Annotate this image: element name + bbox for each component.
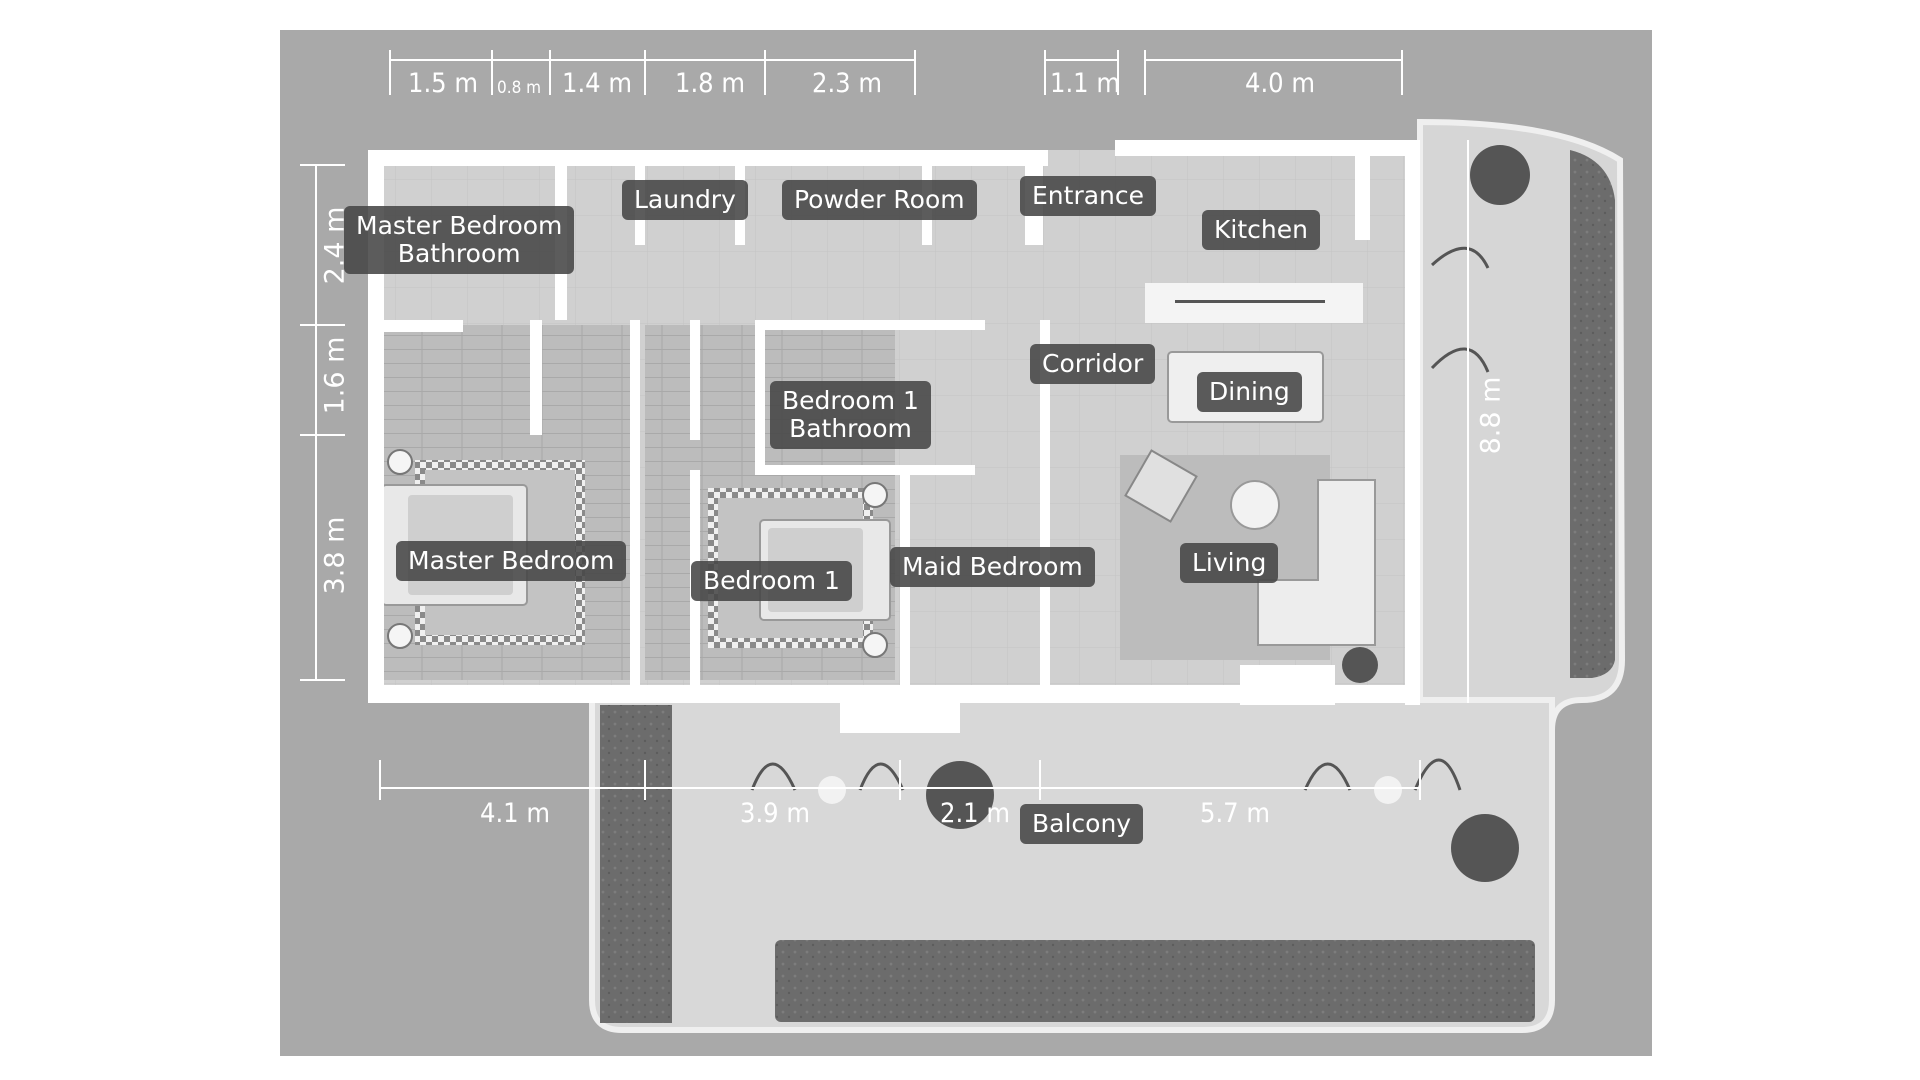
label-bedroom1-bathroom: Bedroom 1 Bathroom [770, 381, 931, 449]
dim-bottom-3: 2.1 m [940, 798, 1010, 829]
label-dining: Dining [1197, 372, 1302, 412]
planter-bottom [775, 940, 1535, 1022]
label-maid-bedroom: Maid Bedroom [890, 547, 1095, 587]
planter-left [600, 705, 672, 1023]
label-balcony: Balcony [1020, 804, 1144, 844]
balcony-furniture [750, 246, 1490, 791]
label-bedroom1: Bedroom 1 [691, 561, 852, 601]
walls [368, 140, 1420, 733]
dim-bottom-2: 3.9 m [740, 798, 810, 829]
dim-top-4: 1.8 m [675, 68, 745, 99]
dim-top-6: 1.1 m [1050, 68, 1120, 99]
dim-right: 8.8 m [1475, 376, 1507, 455]
dim-left-3: 3.8 m [319, 516, 351, 595]
living-sofa [1257, 479, 1376, 646]
label-laundry: Laundry [622, 180, 748, 220]
label-kitchen: Kitchen [1202, 210, 1320, 250]
palm-plants [926, 145, 1530, 882]
dim-top-5: 2.3 m [812, 68, 882, 99]
armchair [1124, 449, 1198, 523]
planter-right [1570, 150, 1615, 678]
label-corridor: Corridor [1030, 344, 1156, 384]
label-living: Living [1180, 543, 1279, 583]
dim-top-1: 1.5 m [408, 68, 478, 99]
dim-top-3: 1.4 m [562, 68, 632, 99]
dimension-lines [300, 50, 1469, 800]
coffee-table [1230, 480, 1280, 530]
dim-bottom-1: 4.1 m [480, 798, 550, 829]
label-powder-room: Powder Room [782, 180, 977, 220]
label-entrance: Entrance [1020, 176, 1157, 216]
dim-top-2: 0.8 m [497, 78, 542, 98]
dim-bottom-4: 5.7 m [1200, 798, 1270, 829]
label-master-bathroom: Master Bedroom Bathroom [344, 206, 575, 274]
dim-left-2: 1.6 m [319, 336, 351, 415]
dim-top-7: 4.0 m [1245, 68, 1315, 99]
label-master-bedroom: Master Bedroom [396, 541, 627, 581]
